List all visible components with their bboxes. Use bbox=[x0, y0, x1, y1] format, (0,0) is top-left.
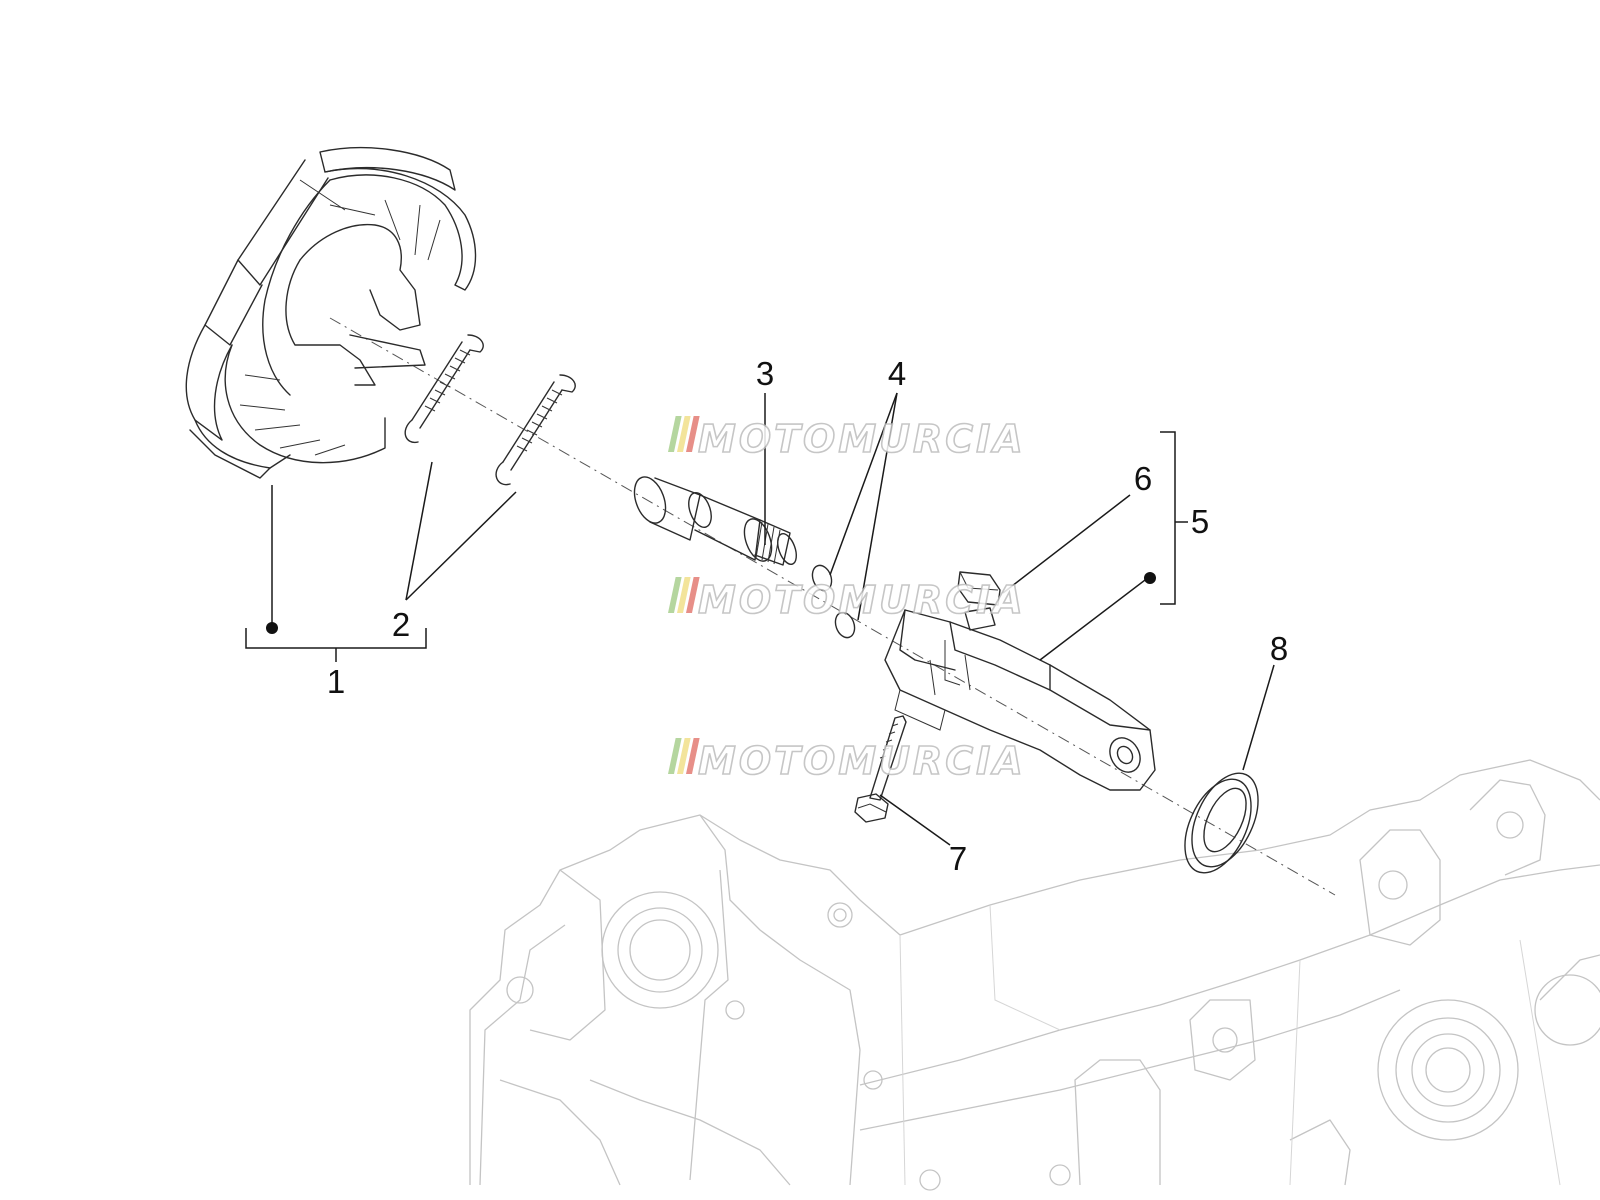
flange-bolt bbox=[854, 715, 907, 823]
callout-6: 6 bbox=[1134, 460, 1152, 497]
brake-shoe-pair bbox=[185, 147, 477, 479]
callout-5: 5 bbox=[1191, 503, 1209, 540]
watermark-text: MOTOMURCIA bbox=[698, 578, 1026, 622]
callout-numbers: 1 2 3 4 5 6 7 8 bbox=[327, 355, 1288, 877]
engine-crankcase-outline bbox=[469, 759, 1600, 1191]
brake-lever-arm bbox=[884, 607, 1156, 791]
assembly-axis bbox=[329, 317, 1336, 896]
callout-4: 4 bbox=[888, 355, 906, 392]
watermark-text: MOTOMURCIA bbox=[698, 417, 1026, 461]
callout-1: 1 bbox=[327, 663, 345, 700]
return-spring-right bbox=[495, 374, 576, 486]
wear-indicator-pad bbox=[957, 571, 1001, 606]
leader-lines bbox=[245, 392, 1275, 846]
callout-7: 7 bbox=[949, 840, 967, 877]
return-spring-left bbox=[404, 334, 484, 444]
brake-cam-shaft bbox=[633, 476, 797, 566]
callout-8: 8 bbox=[1270, 630, 1288, 667]
oil-seal bbox=[1184, 772, 1259, 874]
callout-3: 3 bbox=[756, 355, 774, 392]
watermark-text: MOTOMURCIA bbox=[698, 739, 1026, 783]
callout-2: 2 bbox=[392, 606, 410, 643]
watermark-bottom: MOTOMURCIA bbox=[668, 738, 1026, 784]
watermark-middle: MOTOMURCIA bbox=[668, 577, 1026, 623]
watermark-top: MOTOMURCIA bbox=[668, 416, 1026, 462]
